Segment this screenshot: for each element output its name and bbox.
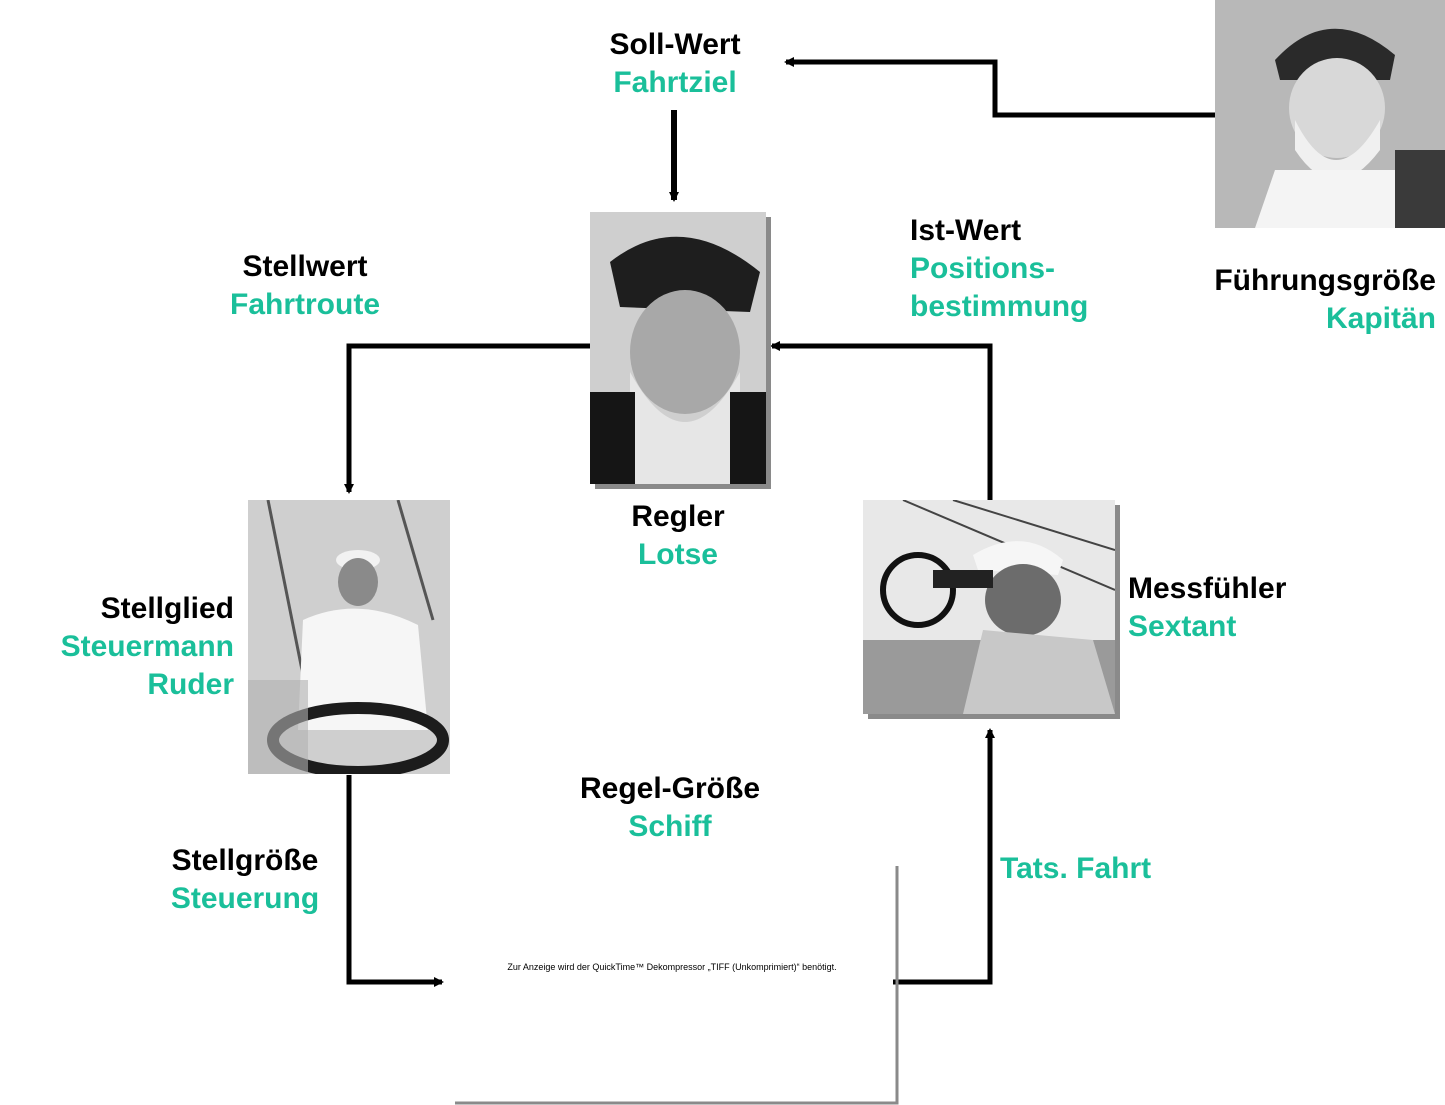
regler-title: Regler: [590, 498, 766, 536]
kapitaen-photo: [1215, 0, 1445, 228]
istwert-label: Ist-Wert Positions- bestimmung: [910, 212, 1150, 326]
regelgroesse-label: Regel-Größe Schiff: [530, 770, 810, 846]
arrow-schiff-to-messfuehler: [893, 730, 990, 982]
arrow-kapitaen-to-sollwert: [786, 62, 1215, 115]
stellglied-subtitle-line1: Steuermann: [0, 628, 234, 666]
stellglied-title: Stellglied: [0, 590, 234, 628]
tats-fahrt-text: Tats. Fahrt: [1000, 850, 1220, 888]
stellwert-title: Stellwert: [190, 248, 420, 286]
sollwert-title: Soll-Wert: [560, 26, 790, 64]
arrow-stellglied-to-schiff: [349, 775, 442, 982]
lotse-photo: [590, 212, 766, 484]
arrow-regler-to-stellglied: [349, 346, 590, 492]
pilot-portrait-icon: [590, 212, 766, 484]
regelgroesse-subtitle: Schiff: [530, 808, 810, 846]
messfuehler-label: Messfühler Sextant: [1128, 570, 1348, 646]
stellgroesse-subtitle: Steuerung: [130, 880, 360, 918]
fuehrungsgroesse-title: Führungsgröße: [1120, 262, 1436, 300]
quicktime-notice: Zur Anzeige wird der QuickTime™ Dekompre…: [452, 962, 892, 972]
regelgroesse-title: Regel-Größe: [530, 770, 810, 808]
regler-subtitle: Lotse: [590, 536, 766, 574]
istwert-title: Ist-Wert: [910, 212, 1150, 250]
istwert-subtitle-line1: Positions-: [910, 250, 1150, 288]
messfuehler-subtitle: Sextant: [1128, 608, 1348, 646]
fuehrungsgroesse-label: Führungsgröße Kapitän: [1120, 262, 1436, 338]
fuehrungsgroesse-subtitle: Kapitän: [1120, 300, 1436, 338]
stellwert-label: Stellwert Fahrtroute: [190, 248, 420, 324]
arrow-messfuehler-to-regler: [772, 346, 990, 500]
stellgroesse-label: Stellgröße Steuerung: [130, 842, 360, 918]
sextant-photo: [863, 500, 1115, 714]
stellgroesse-title: Stellgröße: [130, 842, 360, 880]
sextant-navigator-icon: [863, 500, 1115, 714]
stellwert-subtitle: Fahrtroute: [190, 286, 420, 324]
regler-label: Regler Lotse: [590, 498, 766, 574]
messfuehler-title: Messfühler: [1128, 570, 1348, 608]
stellglied-subtitle-line2: Ruder: [0, 666, 234, 704]
helmsman-portrait-icon: [248, 500, 450, 774]
sollwert-subtitle: Fahrtziel: [560, 64, 790, 102]
captain-portrait-icon: [1215, 0, 1445, 228]
stellglied-label: Stellglied Steuermann Ruder: [0, 590, 234, 704]
image-placeholder-frame: [455, 866, 897, 1103]
steuermann-photo: [248, 500, 450, 774]
sollwert-label: Soll-Wert Fahrtziel: [560, 26, 790, 102]
istwert-subtitle-line2: bestimmung: [910, 288, 1150, 326]
tats-fahrt-label: Tats. Fahrt: [1000, 850, 1220, 888]
